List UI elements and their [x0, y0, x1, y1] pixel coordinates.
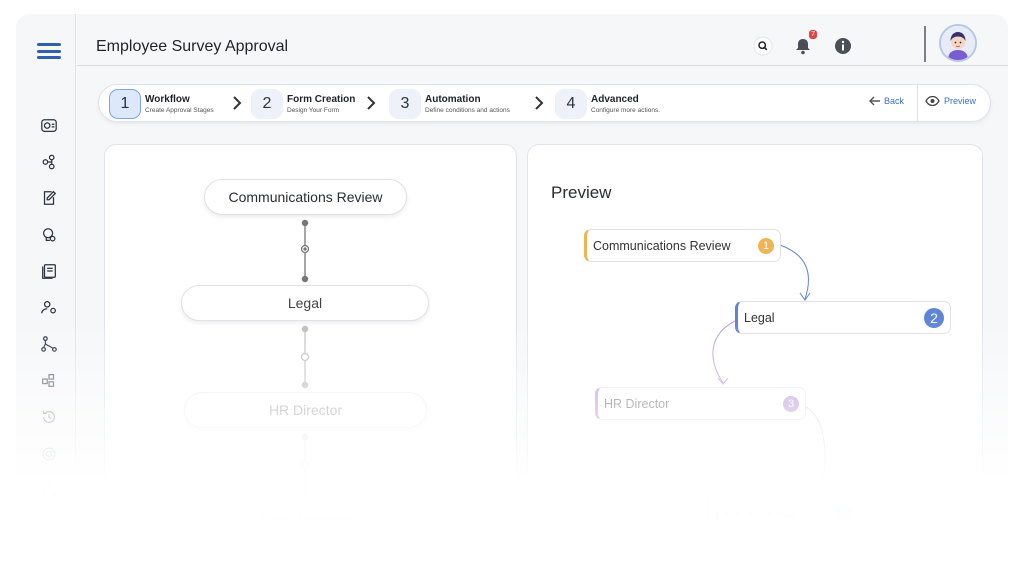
step-number: 1 [109, 89, 141, 119]
preview-stage-label: Legal [744, 310, 775, 325]
hierarchy-icon[interactable] [39, 334, 59, 354]
back-button[interactable]: Back [869, 96, 904, 106]
stage-number-badge: 1 [758, 238, 774, 254]
modules-icon[interactable] [39, 370, 59, 390]
dashboard-icon[interactable] [39, 116, 59, 136]
history-icon[interactable] [39, 407, 59, 427]
search-icon[interactable] [751, 34, 775, 58]
preview-button[interactable]: Preview [925, 96, 976, 106]
sidebar [16, 14, 76, 522]
avatar[interactable] [939, 24, 977, 62]
preview-stage-label: Communications Review [593, 238, 731, 253]
notification-bell-icon[interactable]: 7 [791, 30, 817, 58]
arrow-left-icon [869, 96, 880, 106]
documents-icon[interactable] [39, 261, 59, 281]
preview-stage-label: HR Director [604, 396, 670, 411]
stage-number-badge: 2 [924, 308, 944, 328]
step-form-creation[interactable]: 2 Form Creation Design Your Form [251, 89, 355, 119]
workflow-stage-node[interactable]: Legal [181, 285, 429, 321]
workflow-stage-node[interactable]: HR Director [184, 392, 427, 428]
preview-stage-node[interactable]: Final Approval [706, 497, 859, 522]
edit-document-icon[interactable] [39, 188, 59, 208]
info-icon[interactable] [831, 34, 855, 58]
chevron-right-icon [233, 96, 242, 110]
top-header: Employee Survey Approval 7 [77, 14, 1008, 66]
workflow-builder-panel: Communications Review Legal HR Director … [104, 144, 517, 522]
preview-stage-label: Final Approval [715, 506, 795, 521]
step-subtitle: Define conditions and actions [425, 106, 510, 114]
preview-panel: Preview Communications Review 1 Legal 2 … [527, 144, 983, 522]
page-title: Employee Survey Approval [96, 38, 289, 55]
stage-number-badge [836, 506, 852, 522]
workflow-icon[interactable] [39, 152, 59, 172]
workflow-stage-node[interactable]: Communications Review [204, 179, 407, 215]
step-title: Workflow [145, 93, 190, 105]
settings-bulb-icon[interactable] [39, 225, 59, 245]
step-workflow[interactable]: 1 Workflow Create Approval Stages [109, 89, 214, 119]
divider [917, 85, 918, 121]
cog-icon[interactable] [39, 444, 59, 464]
step-title: Form Creation [287, 93, 356, 105]
eye-icon [925, 96, 940, 106]
preview-label: Preview [944, 96, 977, 106]
preview-stage-node[interactable]: Legal 2 [735, 301, 951, 334]
header-divider [924, 26, 926, 62]
stage-number-badge: 3 [783, 396, 799, 412]
step-subtitle: Create Approval Stages [145, 106, 214, 114]
preview-title: Preview [551, 183, 612, 202]
step-subtitle: Configure more actions. [591, 106, 661, 114]
step-number: 2 [251, 89, 283, 119]
preview-stage-node[interactable]: HR Director 3 [595, 387, 806, 420]
menu-icon[interactable] [37, 43, 61, 59]
preview-stage-node[interactable]: Communications Review 1 [584, 229, 781, 262]
step-number: 3 [389, 89, 421, 119]
app-window: Employee Survey Approval 7 1 [16, 14, 1008, 522]
back-label: Back [884, 96, 905, 106]
step-progress-bar: 1 Workflow Create Approval Stages 2 Form… [98, 84, 991, 122]
step-title: Automation [425, 93, 481, 105]
chevron-right-icon [535, 96, 544, 110]
step-advanced[interactable]: 4 Advanced Configure more actions. [555, 89, 660, 119]
step-subtitle: Design Your Form [287, 106, 340, 114]
org-chart-icon[interactable] [39, 480, 59, 500]
notification-count-badge: 7 [809, 30, 817, 39]
step-number: 4 [555, 89, 587, 119]
step-automation[interactable]: 3 Automation Define conditions and actio… [389, 89, 510, 119]
step-title: Advanced [591, 93, 639, 105]
chevron-right-icon [367, 96, 376, 110]
workflow-stage-node[interactable]: Final Approval [226, 500, 386, 522]
user-settings-icon[interactable] [39, 297, 59, 317]
